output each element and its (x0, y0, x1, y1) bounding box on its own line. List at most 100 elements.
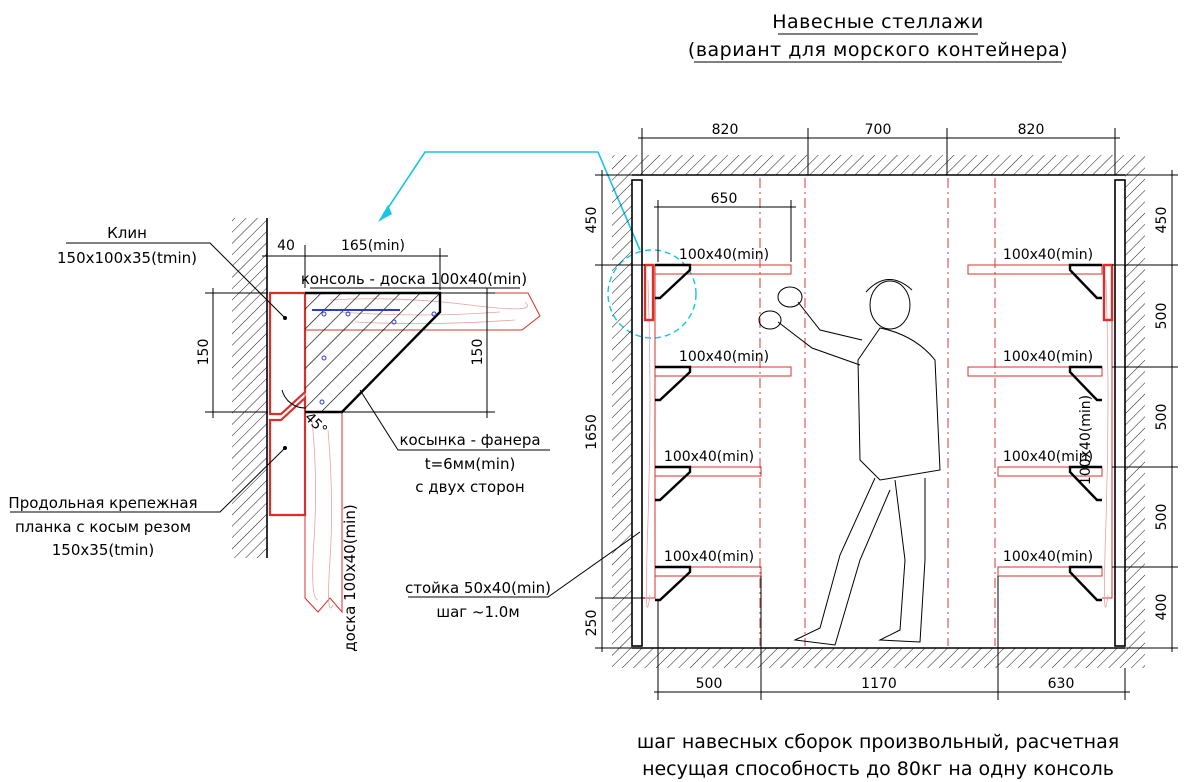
nail-2 (345, 311, 351, 317)
console-label: консоль - доска 100x40(min) (301, 270, 527, 288)
right-shelf-label-1: 100x40(min) (1003, 247, 1093, 263)
right-shelf-1 (967, 264, 1103, 275)
right-wall-liner (1114, 179, 1126, 647)
strip-line-2: планка с косым резом (15, 518, 191, 536)
pointer-arrowhead (378, 205, 392, 222)
left-gusset-2 (655, 365, 692, 402)
right-dim-3: 500 (1154, 404, 1170, 431)
bottom-dim-2: 1170 (861, 676, 897, 692)
left-gusset-4 (655, 565, 692, 602)
left-shelf-1 (654, 264, 792, 275)
angle-arc (281, 389, 307, 409)
person-head (869, 280, 911, 330)
longitudinal-strip (268, 395, 307, 517)
right-gusset-2 (1068, 365, 1102, 402)
right-shelf-2 (967, 366, 1103, 377)
klin-size: 150x100x35(tmin) (57, 249, 197, 267)
bottom-dim-1: 500 (696, 676, 723, 692)
footnote: шаг навесных сборок произвольный, расчет… (637, 731, 1119, 780)
left-shelf-label-4: 100x40(min) (664, 549, 754, 565)
left-shelf-label-1: 100x40(min) (679, 247, 769, 263)
vertical-board-grain (311, 419, 334, 609)
dim-165: 165(min) (341, 238, 405, 254)
right-shelf-4 (997, 566, 1103, 577)
nail-5 (321, 355, 327, 361)
person-arm-raised (797, 301, 863, 341)
person-arm-front (777, 321, 861, 366)
right-shelf-label-3: 100x40(min) (1003, 449, 1093, 465)
right-shelf-3 (997, 466, 1103, 477)
board-label: доска 100x40(min) (341, 504, 359, 651)
left-dim-1: 450 (584, 207, 600, 234)
right-shelf-label-4: 100x40(min) (1003, 549, 1093, 565)
right-dim-4: 500 (1154, 504, 1170, 531)
dim-40: 40 (277, 238, 295, 254)
detail-callout-circle (607, 249, 697, 339)
person-figure (758, 279, 941, 646)
right-shelf-label-2: 100x40(min) (1003, 349, 1093, 365)
footnote-line-1: шаг навесных сборок произвольный, расчет… (637, 731, 1119, 753)
gusset-outline (305, 291, 442, 414)
title-line-2: (вариант для морского контейнера) (688, 39, 1068, 61)
klin-label: Клин (107, 224, 147, 242)
person-fist-lower (758, 310, 782, 330)
person-fist-upper (777, 286, 803, 308)
vertical-board (304, 330, 343, 614)
detail-wall-hatch (232, 218, 267, 558)
top-dim-2: 700 (865, 122, 892, 138)
right-gusset-3 (1068, 465, 1102, 502)
right-dim-1: 450 (1154, 207, 1170, 234)
title-line-1: Навесные стеллажи (772, 11, 984, 33)
floor-hatch (612, 648, 1145, 668)
bottom-dim-3: 630 (1048, 676, 1075, 692)
right-dim-5: 400 (1154, 594, 1170, 621)
left-dim-3: 250 (584, 610, 600, 637)
nail-6 (319, 399, 325, 405)
top-dim-3: 820 (1018, 122, 1045, 138)
gusset-hatch (305, 293, 440, 412)
detail-view: 40 165(min) 150 150 45° Клин 150x100x35(… (8, 218, 550, 652)
right-wall-hatch (1125, 175, 1145, 648)
right-post-label: 100x40(min) (1078, 395, 1094, 485)
left-wall-liner (631, 179, 643, 647)
posts-grain (646, 279, 1109, 608)
left-wall-hatch (612, 175, 632, 648)
left-shelf-4 (654, 566, 762, 577)
left-shelf-label-3: 100x40(min) (664, 449, 754, 465)
gusset-thickness: t=6мм(min) (425, 455, 516, 473)
gusset-label: косынка - фанера (399, 431, 540, 449)
right-dim-2: 500 (1154, 303, 1170, 330)
left-gusset-3 (655, 465, 692, 502)
dim-150-right: 150 (470, 339, 486, 366)
person-torso (857, 327, 941, 481)
gusset-leader (359, 389, 550, 451)
left-shelf-label-2: 100x40(min) (679, 349, 769, 365)
nail-1 (321, 311, 327, 317)
person-leg-left (793, 477, 891, 646)
left-gusset-1 (655, 263, 692, 300)
ceiling-hatch (612, 155, 1145, 175)
klin-wedge (268, 291, 307, 416)
person-helmet (865, 279, 913, 293)
strip-leader (10, 447, 286, 513)
nail-3 (391, 319, 397, 325)
dim-150-left: 150 (196, 339, 212, 366)
dim-650: 650 (711, 191, 738, 207)
klin-leader (66, 242, 286, 319)
right-klin-highlight (1102, 263, 1114, 322)
top-dim-1: 820 (712, 122, 739, 138)
strip-line-1: Продольная крепежная (8, 494, 197, 512)
elevation-view: 100x40(min) 100x40(min) 100x40(min) 100x… (405, 122, 1178, 700)
left-shelves (654, 263, 792, 602)
post-label: стойка 50x40(min) (405, 579, 551, 597)
nail-4 (431, 311, 437, 317)
post-leader (408, 531, 641, 598)
left-dim-2: 1650 (584, 414, 600, 450)
post-step: шаг ~1.0м (436, 603, 519, 621)
strip-size: 150x35(tmin) (52, 541, 154, 559)
person-leg-right (878, 478, 926, 643)
left-klin-highlight (643, 263, 655, 322)
footnote-line-2: несущая способность до 80кг на одну конс… (642, 758, 1114, 780)
